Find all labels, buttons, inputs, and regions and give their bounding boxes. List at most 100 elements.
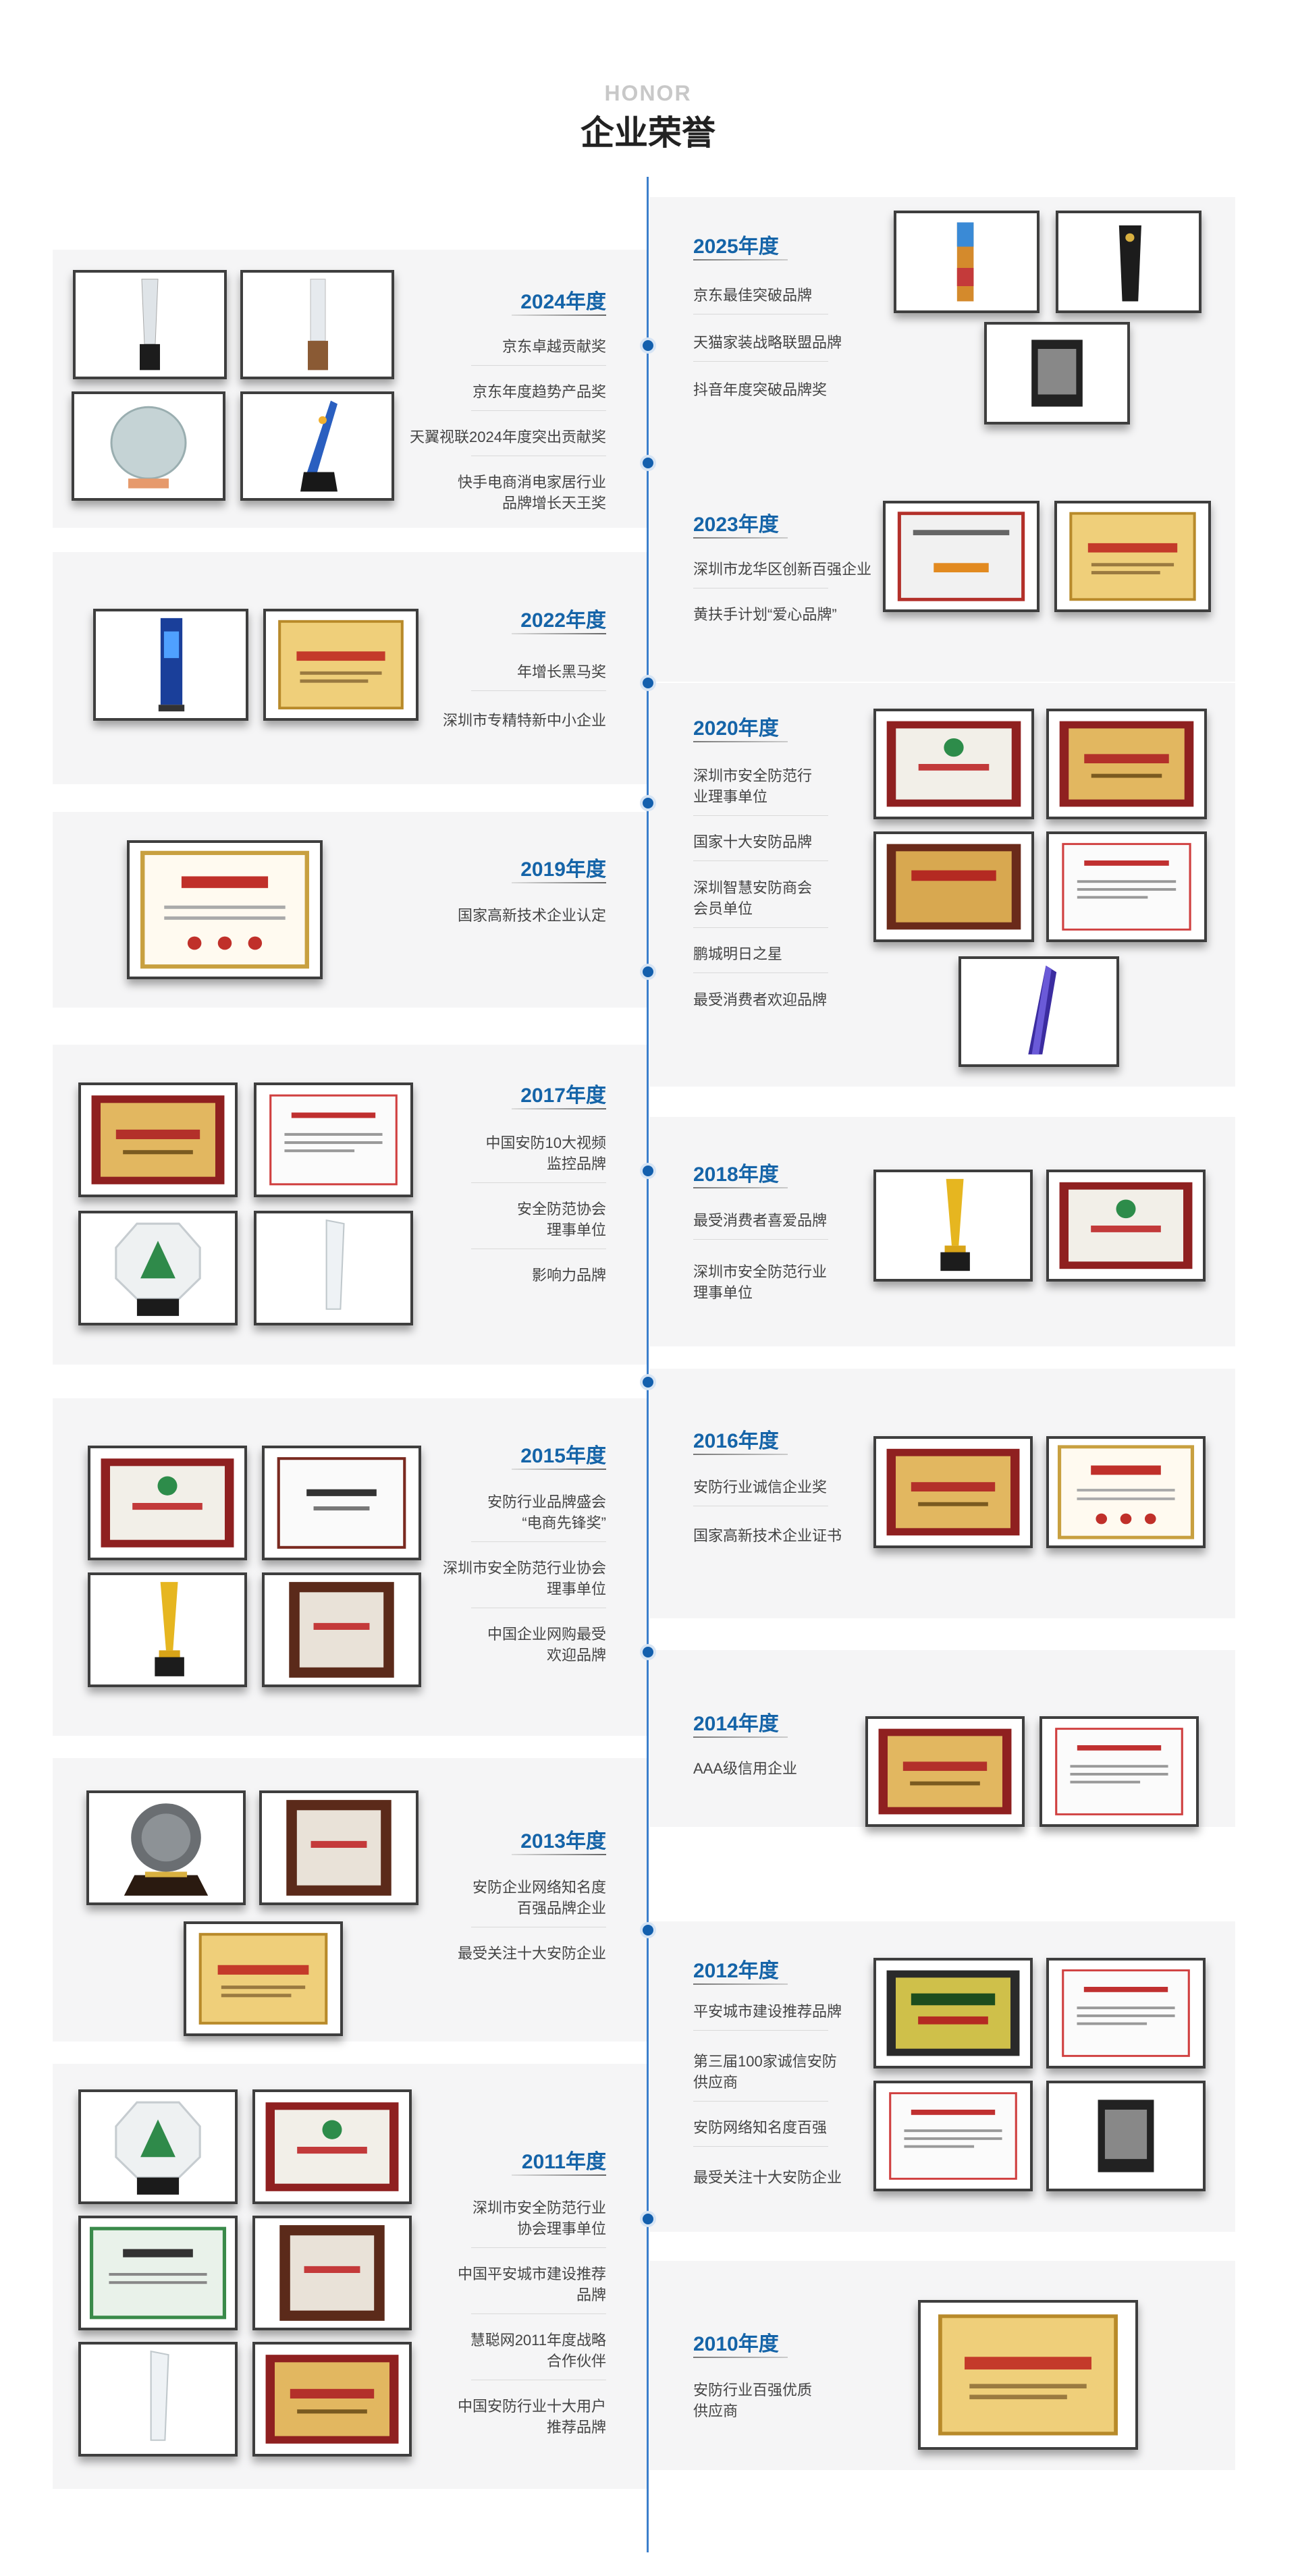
award-photo [1046,1170,1206,1282]
award-text: 安防行业诚信企业奖 [693,1479,828,1496]
award-separator [471,2247,606,2248]
award-photo [1056,211,1202,313]
award-photo [72,391,225,501]
award-photo [1046,2081,1206,2191]
award-photo [252,2216,412,2330]
award-separator [693,2146,828,2147]
honor-card-4: 2020年度深圳市安全防范行业理事单位国家十大安防品牌深圳智慧安防商会会员单位鹏… [649,683,1235,1087]
award-photo [78,2216,238,2330]
year-underline [693,1736,788,1738]
award-text: 深圳市安全防范行业理事单位 [693,1263,828,1301]
year-label: 2024年度 [520,291,606,313]
award-photo [73,270,227,379]
award-separator [471,1182,606,1183]
award-photo [918,2300,1138,2450]
award-separator [471,365,606,366]
award-photo [88,1446,247,1560]
timeline-dot [640,2211,656,2227]
award-separator [693,361,828,362]
honor-card-6: 2017年度中国安防10大视频监控品牌安全防范协会理事单位影响力品牌 [53,1045,647,1365]
award-photo [127,840,323,979]
year-label: 2013年度 [520,1830,606,1853]
honor-card-13: 2011年度深圳市安全防范行业协会理事单位中国平安城市建设推荐品牌慧聪网2011… [53,2064,647,2489]
year-underline [693,2357,788,2358]
award-text: 第三届100家诚信安防供应商 [693,2053,837,2091]
award-text: 安防企业网络知名度百强品牌企业 [472,1879,606,1917]
section-title: 企业荣誉 [580,114,716,152]
award-separator [693,2101,828,2102]
award-text: AAA级信用企业 [693,1760,798,1777]
award-separator [693,815,828,816]
award-photo [873,1958,1033,2068]
award-text: 京东卓越贡献奖 [502,338,606,355]
honor-card-12: 2012年度平安城市建设推荐品牌第三届100家诚信安防供应商安防网络知名度百强最… [649,1921,1235,2232]
year-underline [693,1187,788,1188]
year-label: 2012年度 [693,1960,779,1982]
award-text: 深圳智慧安防商会会员单位 [693,879,813,917]
award-photo [1046,709,1207,819]
award-photo [88,1572,247,1687]
award-photo [78,1083,238,1197]
honor-card-5: 2019年度国家高新技术企业认定 [53,812,647,1008]
award-separator [471,410,606,411]
award-text: 京东最佳突破品牌 [693,287,813,304]
award-text: 最受关注十大安防企业 [457,1945,606,1962]
section-subtitle: HONOR [604,81,692,105]
year-underline [512,1469,606,1470]
year-label: 2022年度 [520,609,606,632]
award-separator [693,927,828,928]
award-text: 天翼视联2024年度突出贡献奖 [410,429,606,445]
award-photo [865,1716,1025,1827]
award-text: 国家高新技术企业证书 [693,1527,842,1544]
award-photo [78,2089,238,2204]
honor-card-8: 2016年度安防行业诚信企业奖国家高新技术企业证书 [649,1369,1235,1618]
award-photo [959,956,1119,1067]
year-underline [693,1454,788,1455]
honor-card-14: 2010年度安防行业百强优质供应商 [649,2261,1235,2470]
award-photo [86,1790,246,1905]
award-text: 黄扶手计划“爱心品牌” [693,606,837,623]
award-text: 国家高新技术企业认定 [457,907,606,924]
award-text: 中国安防行业十大用户推荐品牌 [457,2398,606,2436]
award-text: 最受消费者喜爱品牌 [693,1212,828,1229]
award-separator [471,690,606,691]
honor-card-0: 2025年度京东最佳突破品牌天猫家装战略联盟品牌抖音年度突破品牌奖 [649,197,1235,452]
honor-card-11: 2013年度安防企业网络知名度百强品牌企业最受关注十大安防企业 [53,1758,647,2041]
award-text: 快手电商消电家居行业品牌增长天王奖 [457,474,606,512]
award-text: 安防行业品牌盛会“电商先锋奖” [487,1493,606,1531]
award-photo [254,1211,413,1325]
timeline-axis [647,177,649,2552]
year-label: 2023年度 [693,514,779,536]
award-text: 安防行业百强优质供应商 [693,2382,813,2419]
award-separator [693,1239,828,1240]
award-photo [1046,1958,1206,2068]
award-text: 中国平安城市建设推荐品牌 [457,2266,606,2303]
award-text: 深圳市安全防范行业理事单位 [693,767,813,805]
year-label: 2019年度 [520,858,606,881]
year-underline [693,1983,788,1985]
award-separator [471,2313,606,2314]
award-photo [873,709,1034,819]
award-photo [93,609,248,721]
award-text: 安防网络知名度百强 [693,2119,828,2136]
year-underline [693,741,788,742]
award-text: 国家十大安防品牌 [693,833,813,850]
award-text: 深圳市专精特新中小企业 [442,712,606,729]
year-label: 2017年度 [520,1085,606,1107]
award-photo [894,211,1040,313]
award-photo [78,1211,238,1325]
year-underline [512,882,606,883]
award-text: 深圳市龙华区创新百强企业 [693,561,872,578]
section-header: HONOR 企业荣誉 [0,81,1296,155]
award-photo [1046,831,1207,942]
honor-card-7: 2018年度最受消费者喜爱品牌深圳市安全防范行业理事单位 [649,1117,1235,1346]
year-label: 2015年度 [520,1445,606,1467]
award-photo [262,1446,421,1560]
year-underline [512,1854,606,1855]
award-text: 平安城市建设推荐品牌 [693,2003,842,2020]
award-separator [693,972,828,973]
award-text: 影响力品牌 [531,1267,606,1284]
year-label: 2025年度 [693,236,779,258]
award-photo [254,1083,413,1197]
